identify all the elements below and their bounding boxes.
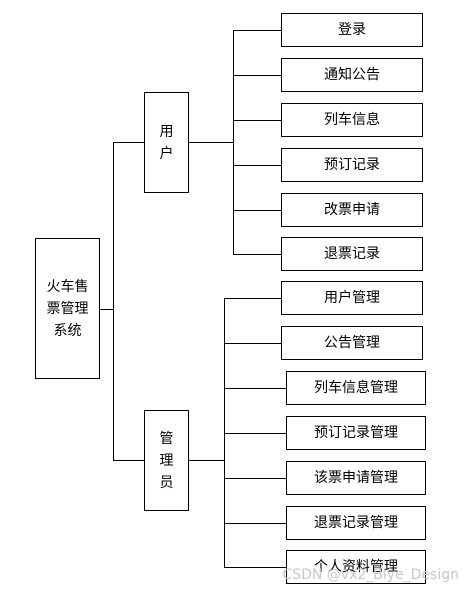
leaf-node: 该票申请管理 [286, 461, 426, 495]
root-node: 火车售票管理系统 [35, 238, 100, 379]
connector [224, 567, 286, 568]
leaf-label: 预订记录 [324, 157, 380, 173]
leaf-label: 列车信息 [324, 112, 380, 128]
connector [224, 478, 286, 479]
leaf-label: 个人资料管理 [314, 559, 398, 575]
connector [233, 165, 281, 166]
leaf-label: 登录 [338, 22, 366, 38]
leaf-node: 用户管理 [281, 281, 423, 315]
root-label: 火车售票管理系统 [46, 278, 89, 339]
leaf-node: 公告管理 [281, 326, 423, 360]
leaf-node: 列车信息管理 [286, 371, 426, 405]
leaf-label: 列车信息管理 [314, 380, 398, 396]
leaf-node: 列车信息 [281, 103, 423, 137]
connector [224, 388, 286, 389]
branch-node-admin: 管理员 [144, 410, 189, 511]
leaf-label: 通知公告 [324, 67, 380, 83]
leaf-label: 预订记录管理 [314, 425, 398, 441]
branch-node-user: 用户 [144, 92, 189, 193]
connector [224, 523, 286, 524]
leaf-node: 退票记录 [281, 237, 423, 271]
leaf-node: 个人资料管理 [286, 550, 426, 584]
leaf-node: 预订记录 [281, 148, 423, 182]
leaf-node: 登录 [281, 13, 423, 47]
branch-label: 用户 [159, 123, 174, 162]
leaf-node: 改票申请 [281, 193, 423, 227]
leaf-label: 改票申请 [324, 202, 380, 218]
connector [233, 210, 281, 211]
branch-label: 管理员 [159, 430, 174, 491]
leaf-node: 预订记录管理 [286, 416, 426, 450]
connector [224, 298, 281, 299]
leaf-label: 用户管理 [324, 290, 380, 306]
watermark: CSDN @vx2_Biye_Design [282, 567, 459, 583]
connector [113, 142, 114, 461]
connector [189, 460, 225, 461]
connector [224, 343, 281, 344]
leaf-label: 公告管理 [324, 335, 380, 351]
leaf-label: 退票记录管理 [314, 515, 398, 531]
leaf-node: 退票记录管理 [286, 506, 426, 540]
connector [113, 142, 144, 143]
connector [224, 433, 286, 434]
connector [100, 309, 114, 310]
connector [189, 142, 234, 143]
connector [113, 460, 144, 461]
leaf-label: 退票记录 [324, 246, 380, 262]
connector [233, 30, 234, 255]
leaf-label: 该票申请管理 [314, 470, 398, 486]
connector [233, 120, 281, 121]
connector [233, 75, 281, 76]
leaf-node: 通知公告 [281, 58, 423, 92]
connector [233, 30, 281, 31]
connector [233, 254, 281, 255]
